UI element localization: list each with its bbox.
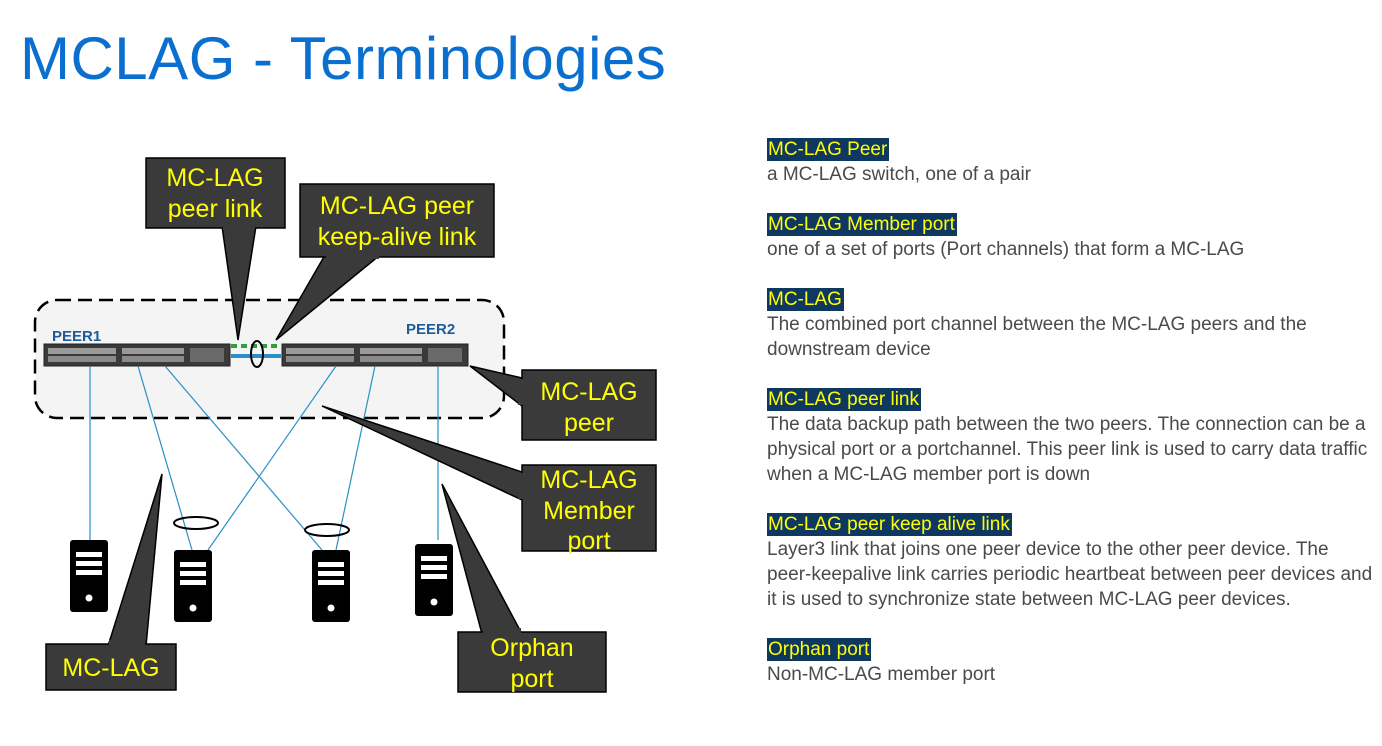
callout-text: peer [564,409,614,437]
callout-text: Member [543,497,635,525]
term-title: MC-LAG Peer [767,138,890,161]
callout-peer-link: MC-LAG peer link [145,157,286,341]
peer-group-box [33,298,506,420]
switch-icon [281,343,469,367]
term-description: The combined port channel between the MC… [767,314,1307,360]
term-description: Non-MC-LAG member port [767,664,996,685]
callout-text: MC-LAG [540,466,637,494]
peer1-label: PEER1 [52,328,101,345]
lag-ring-icon [250,340,264,368]
callout-text: keep-alive link [318,223,477,251]
term-description: one of a set of ports (Port channels) th… [767,239,1245,260]
term-description: Layer3 link that joins one peer device t… [767,539,1373,610]
term-title: MC-LAG [767,288,844,311]
term-member-port: MC-LAG Member port one of a set of ports… [767,213,1377,262]
page-title: MCLAG - Terminologies [20,25,667,92]
switch-icon [43,343,231,367]
callout-mclag: MC-LAG [45,473,177,691]
callout-text: MC-LAG [540,378,637,406]
term-description: a MC-LAG switch, one of a pair [767,164,1031,185]
callout-orphan-port: Orphan port [441,483,607,693]
term-title: Orphan port [767,638,872,661]
callout-text: MC-LAG [62,654,159,682]
callout-text: MC-LAG [166,164,263,192]
server-icon [174,550,212,622]
server-icon [415,544,453,616]
term-description: The data backup path between the two pee… [767,414,1368,485]
terminology-list: MC-LAG Peer a MC-LAG switch, one of a pa… [767,138,1377,713]
term-title: MC-LAG peer keep alive link [767,513,1012,536]
callout-text: peer link [168,195,263,223]
lag-ring-icon [173,516,219,530]
server-icon [312,550,350,622]
callout-mclag-peer: MC-LAG peer [469,365,657,441]
callout-text: port [567,527,610,555]
server-icon [70,540,108,612]
mclag-diagram: PEER1 PEER2 MC [33,157,657,693]
term-mclag-peer: MC-LAG Peer a MC-LAG switch, one of a pa… [767,138,1377,187]
lag-ring-icon [304,523,350,537]
term-keepalive-link: MC-LAG peer keep alive link Layer3 link … [767,513,1377,612]
term-mclag: MC-LAG The combined port channel between… [767,288,1377,362]
peer2-label: PEER2 [406,321,455,338]
callout-text: Orphan [490,634,573,662]
term-title: MC-LAG Member port [767,213,957,236]
term-title: MC-LAG peer link [767,388,921,411]
callout-member-port: MC-LAG Member port [321,405,657,555]
term-peer-link: MC-LAG peer link The data backup path be… [767,388,1377,487]
callout-text: MC-LAG peer [320,192,474,220]
callout-text: port [510,665,553,693]
term-orphan-port: Orphan port Non-MC-LAG member port [767,638,1377,687]
callout-keepalive-link: MC-LAG peer keep-alive link [275,183,495,341]
